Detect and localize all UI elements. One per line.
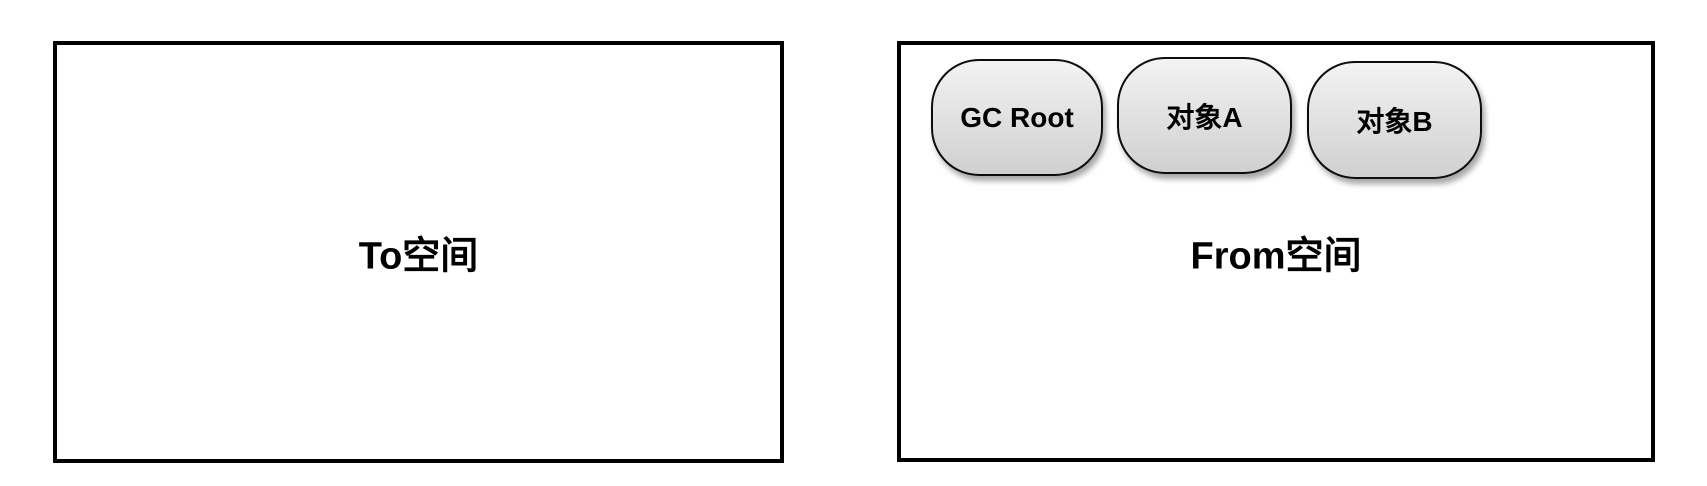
from-space-label: From空间 xyxy=(1190,235,1362,277)
object-a-node: 对象A xyxy=(1117,57,1292,174)
gc-root-node: GC Root xyxy=(931,59,1103,176)
gc-root-node-label: GC Root xyxy=(960,101,1074,133)
object-b-node: 对象B xyxy=(1307,61,1482,179)
to-space-box: To空间 xyxy=(53,41,784,463)
from-space-box: GC Root 对象A 对象B From空间 xyxy=(897,41,1655,462)
object-a-node-label: 对象A xyxy=(1166,101,1243,133)
object-b-node-label: 对象B xyxy=(1356,106,1433,137)
to-space-label: To空间 xyxy=(358,235,479,278)
